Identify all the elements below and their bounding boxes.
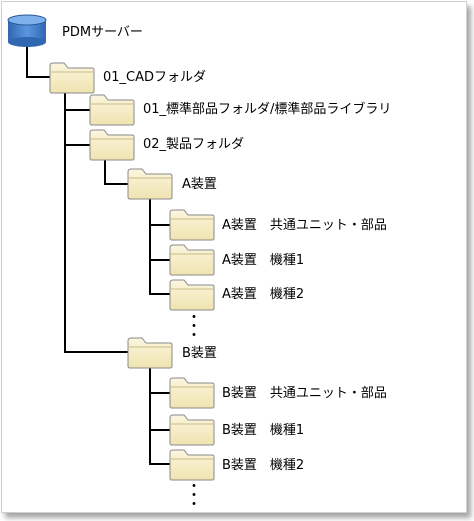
folder-device-a-label[interactable]: A装置 (182, 177, 217, 192)
folder-icon (169, 449, 215, 481)
folder-icon (169, 244, 215, 276)
folder-icon (89, 129, 135, 161)
folder-icon (89, 94, 135, 126)
folder-b-model1-label[interactable]: B装置 機種1 (222, 422, 304, 438)
ellipsis-a: ・・・ (187, 310, 201, 344)
folder-product-label[interactable]: 02_製品フォルダ (143, 137, 244, 152)
folder-a-model2-label[interactable]: A装置 機種2 (222, 286, 304, 302)
folder-standard-label[interactable]: 01_標準部品フォルダ/標準部品ライブラリ (143, 101, 391, 117)
folder-icon (127, 337, 173, 369)
server-database-icon (7, 14, 47, 47)
folder-icon (169, 209, 215, 241)
folder-cad-label[interactable]: 01_CADフォルダ (103, 70, 206, 85)
folder-icon (49, 62, 95, 94)
folder-a-model1-label[interactable]: A装置 機種1 (222, 252, 304, 268)
ellipsis-b: ・・・ (187, 479, 201, 513)
folder-b-common-label[interactable]: B装置 共通ユニット・部品 (222, 386, 387, 401)
folder-icon (169, 279, 215, 311)
folder-icon (169, 377, 215, 409)
folder-device-b-label[interactable]: B装置 (182, 346, 217, 361)
server-label: PDMサーバー (62, 25, 143, 40)
folder-icon (127, 168, 173, 200)
folder-a-common-label[interactable]: A装置 共通ユニット・部品 (222, 218, 387, 233)
tree-connectors (26, 45, 170, 465)
folder-icon (169, 414, 215, 446)
folder-b-model2-label[interactable]: B装置 機種2 (222, 457, 304, 473)
